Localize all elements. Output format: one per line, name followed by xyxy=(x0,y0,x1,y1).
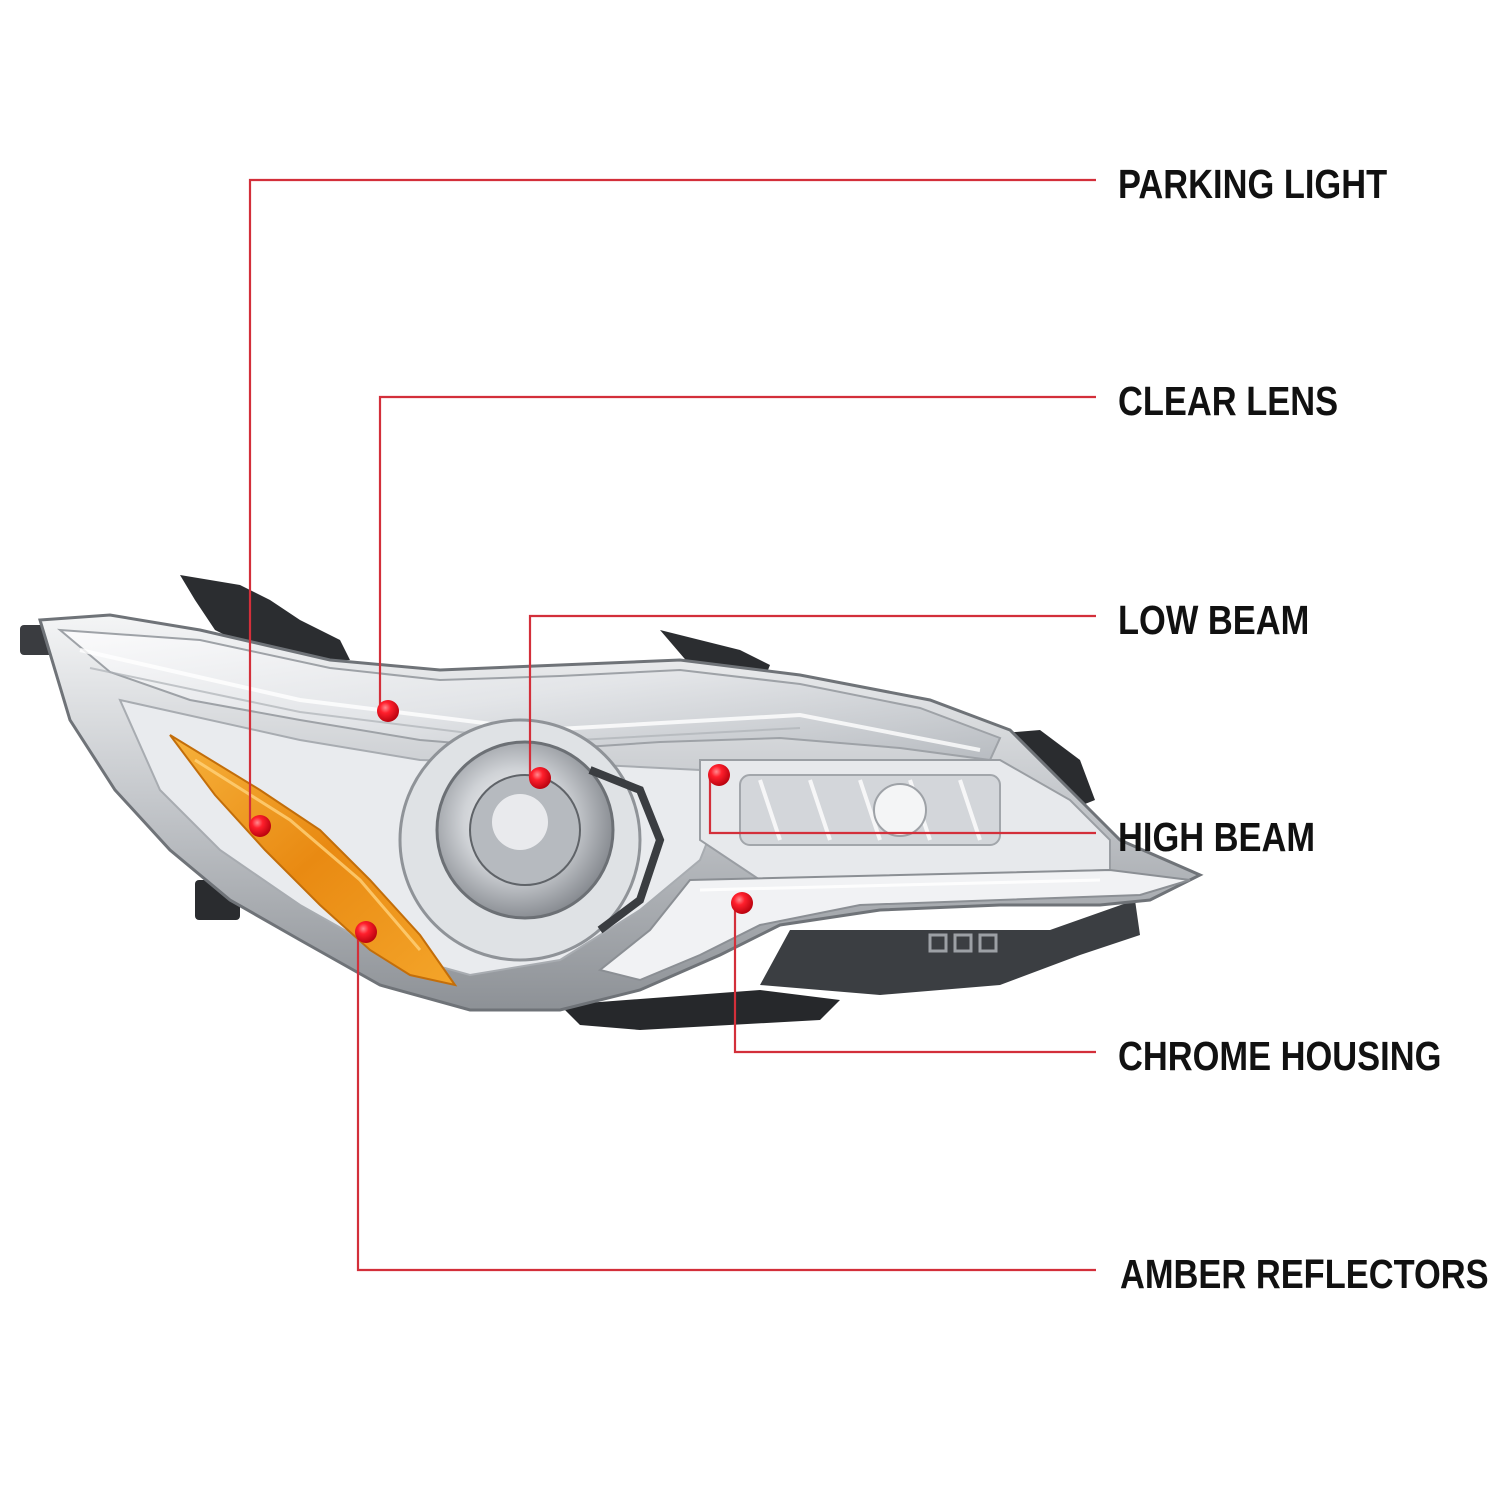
label-chrome-housing: CHROME HOUSING xyxy=(1118,1033,1442,1079)
leader-line-clear-lens xyxy=(378,395,1096,711)
leader-line-low-beam xyxy=(528,614,1096,778)
leader-line-parking-light xyxy=(248,178,1096,826)
callout-dot-chrome-housing xyxy=(731,892,753,914)
label-high-beam: HIGH BEAM xyxy=(1118,814,1316,860)
housing-clips xyxy=(928,933,998,953)
label-parking-light: PARKING LIGHT xyxy=(1118,161,1388,207)
callout-dot-parking-light xyxy=(249,815,271,837)
leader-line-high-beam xyxy=(708,775,1096,835)
callout-dot-amber-reflectors xyxy=(355,921,377,943)
leader-line-amber-reflectors xyxy=(356,932,1096,1272)
projector-low-beam xyxy=(398,718,665,962)
high-beam-chamber xyxy=(699,759,1111,882)
label-amber-reflectors: AMBER REFLECTORS xyxy=(1120,1251,1489,1297)
label-low-beam: LOW BEAM xyxy=(1118,597,1310,643)
callout-dot-high-beam xyxy=(708,764,730,786)
amber-reflector xyxy=(169,734,458,987)
leader-line-chrome-housing xyxy=(733,903,1096,1054)
callout-dot-clear-lens xyxy=(377,700,399,722)
callout-dot-low-beam xyxy=(529,767,551,789)
label-clear-lens: CLEAR LENS xyxy=(1118,378,1339,424)
